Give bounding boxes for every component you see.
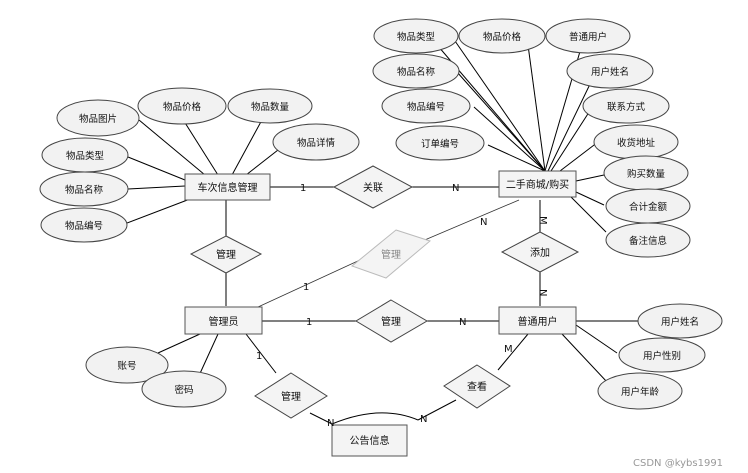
attribute-sh-contact-label: 联系方式: [607, 101, 646, 113]
attribute-sh-address: 收货地址: [593, 124, 679, 160]
attribute-sh-order-label: 订单编号: [421, 138, 459, 150]
attribute-car-no: 物品编号: [40, 207, 128, 243]
attribute-admin-password: 密码: [141, 370, 227, 408]
relationship-add-label: 添加: [530, 246, 550, 259]
card-car-link: 1: [300, 183, 306, 194]
attribute-sh-total-label: 合计金额: [629, 201, 668, 213]
relationship-manage-left-label: 管理: [216, 248, 236, 261]
relationship-manage-diag-label: 管理: [381, 248, 401, 261]
card-view-user: M: [504, 344, 513, 355]
attribute-sh-type: 物品类型: [373, 18, 459, 54]
attribute-admin-account-label: 账号: [117, 361, 136, 372]
attribute-car-type: 物品类型: [41, 137, 129, 173]
attribute-sh-username-label: 用户姓名: [591, 66, 629, 78]
relationship-manage-diag[interactable]: 管理: [350, 229, 432, 279]
attribute-sh-user: 普通用户: [545, 18, 631, 54]
watermark: CSDN @kybs1991: [633, 458, 723, 469]
relationship-manage-mid-label: 管理: [381, 315, 401, 328]
attribute-car-detail: 物品详情: [272, 123, 360, 161]
attribute-car-qty: 物品数量: [227, 88, 313, 124]
cardinality-labels: 1 N 1 N M N 1 N 1 N N M: [256, 183, 548, 429]
attribute-sh-order: 订单编号: [395, 125, 485, 161]
attribute-user-gender-label: 用户性别: [643, 350, 681, 362]
attribute-user-age-label: 用户年龄: [621, 386, 660, 398]
card-notice-view: N: [420, 414, 427, 425]
relationship-manage-left[interactable]: 管理: [189, 235, 263, 274]
relationship-manage-bottom[interactable]: 管理: [254, 372, 328, 419]
relationship-add[interactable]: 添加: [500, 231, 580, 273]
entity-car-info[interactable]: 车次信息管理: [184, 173, 271, 201]
card-mid-user: N: [459, 317, 466, 328]
attribute-car-price-label: 物品价格: [163, 101, 202, 113]
attribute-sh-contact: 联系方式: [582, 88, 670, 124]
attribute-car-name: 物品名称: [39, 171, 129, 207]
card-link-sh: N: [452, 183, 459, 194]
card-admin-bottom: 1: [256, 351, 262, 362]
attribute-sh-name: 物品名称: [372, 53, 460, 89]
card-add-sh: M: [537, 216, 548, 225]
attribute-car-image: 物品图片: [56, 99, 140, 137]
entity-notice[interactable]: 公告信息: [331, 424, 408, 457]
attribute-sh-total: 合计金额: [605, 188, 691, 224]
attribute-sh-username: 用户姓名: [566, 53, 654, 89]
card-diag-sh: N: [480, 217, 487, 228]
attribute-car-detail-label: 物品详情: [297, 137, 336, 149]
attribute-sh-qty: 购买数量: [603, 155, 689, 191]
attribute-car-type-label: 物品类型: [66, 150, 105, 162]
relationship-view[interactable]: 查看: [443, 364, 511, 409]
entity-user[interactable]: 普通用户: [498, 306, 577, 335]
relationship-link[interactable]: 关联: [332, 165, 414, 209]
card-admin-mid: 1: [306, 317, 312, 328]
attribute-user-name-label: 用户姓名: [661, 316, 699, 328]
entity-user-label: 普通用户: [518, 315, 558, 328]
attribute-sh-qty-label: 购买数量: [627, 168, 666, 180]
attribute-car-name-label: 物品名称: [65, 184, 104, 196]
attribute-sh-no-label: 物品编号: [407, 101, 445, 113]
attribute-admin-account: 账号: [85, 346, 169, 384]
entity-notice-label: 公告信息: [350, 434, 390, 447]
attribute-sh-name-label: 物品名称: [397, 66, 436, 78]
entity-secondhand[interactable]: 二手商城/购买: [498, 170, 577, 198]
entity-secondhand-label: 二手商城/购买: [506, 178, 569, 191]
attribute-sh-type-label: 物品类型: [397, 31, 436, 43]
attribute-sh-price: 物品价格: [458, 18, 546, 54]
entity-admin[interactable]: 管理员: [184, 306, 263, 335]
connector-lines: [126, 40, 640, 425]
attribute-sh-no: 物品编号: [381, 88, 471, 124]
attribute-car-qty-label: 物品数量: [251, 101, 290, 113]
relationship-manage-mid[interactable]: 管理: [355, 299, 428, 343]
attribute-sh-price-label: 物品价格: [483, 31, 522, 43]
card-diag-admin: 1: [303, 282, 309, 293]
attribute-sh-user-label: 普通用户: [569, 31, 607, 43]
attribute-sh-note-label: 备注信息: [629, 235, 667, 247]
attribute-admin-password-label: 密码: [174, 384, 193, 396]
attribute-sh-address-label: 收货地址: [617, 137, 656, 149]
card-bottom-notice: N: [327, 418, 334, 429]
attribute-car-image-label: 物品图片: [79, 113, 117, 125]
attribute-user-age: 用户年龄: [597, 372, 683, 410]
entity-car-info-label: 车次信息管理: [198, 181, 258, 194]
relationship-manage-bottom-label: 管理: [281, 390, 301, 403]
card-add-user: N: [537, 289, 548, 296]
relationship-link-label: 关联: [363, 181, 383, 194]
attribute-sh-note: 备注信息: [605, 222, 691, 258]
relationship-view-label: 查看: [467, 380, 487, 393]
attribute-user-gender: 用户性别: [618, 337, 706, 373]
attribute-car-price: 物品价格: [137, 87, 227, 125]
attribute-user-name: 用户姓名: [637, 303, 723, 339]
attribute-car-no-label: 物品编号: [65, 220, 103, 232]
entity-admin-label: 管理员: [209, 315, 239, 328]
